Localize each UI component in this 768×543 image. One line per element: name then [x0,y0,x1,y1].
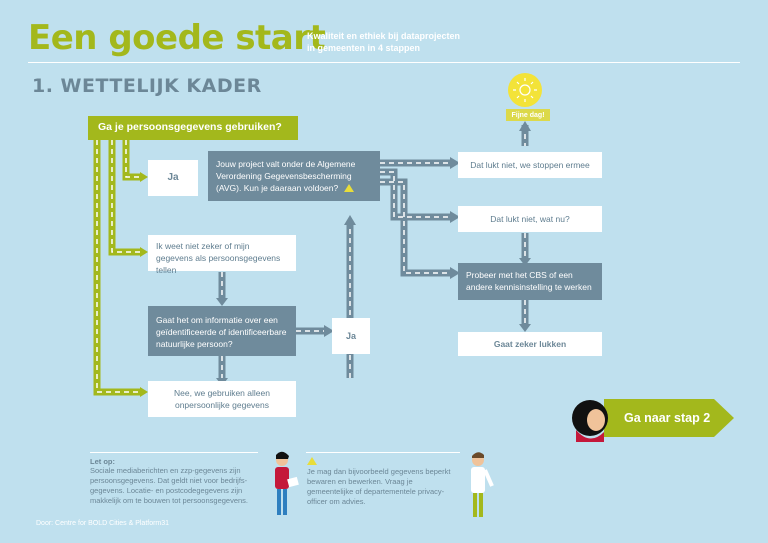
nee-box: Nee, we gebruiken alleen onpersoonlijke … [148,381,296,417]
page-subtitle: Kwaliteit en ethiek bij dataprojecten in… [307,30,507,54]
ja-box-2: Ja [332,318,370,354]
subtitle-line-2: in gemeenten in 4 stappen [307,43,421,53]
note-divider-left [90,452,258,453]
let-op-title: Let op: [90,457,115,466]
avg-box: Jouw project valt onder de Algemene Vero… [208,151,380,201]
ja-box-1: Ja [148,160,198,196]
subtitle-line-1: Kwaliteit en ethiek bij dataprojecten [307,31,461,41]
identifiable-box: Gaat het om informatie over een geïdenti… [148,306,296,356]
let-op-text: Sociale mediaberichten en zzp-gegevens z… [90,466,249,505]
warning-icon [307,457,317,465]
cbs-box: Probeer met het CBS of een andere kennis… [458,263,602,300]
fijne-dag-label: Fijne dag! [506,109,550,121]
question-box: Ga je persoonsgegevens gebruiken? [88,116,298,140]
footer-credit: Door: Centre for BOLD Cities & Platform3… [36,520,170,527]
avg-text: Jouw project valt onder de Algemene Vero… [216,159,356,193]
section-heading: 1. WETTELIJK KADER [32,75,262,97]
stop-box: Dat lukt niet, we stoppen ermee [458,152,602,178]
lukken-box: Gaat zeker lukken [458,332,602,356]
next-step-button[interactable]: Ga naar stap 2 [624,411,711,425]
warning-text: Je mag dan bijvoorbeeld gegevens beperkt… [307,467,451,506]
header-divider [28,62,740,63]
wat-nu-box: Dat lukt niet, wat nu? [458,206,602,232]
unsure-box: Ik weet niet zeker of mijn gegevens als … [148,235,296,275]
note-divider-right [306,452,460,453]
page-title: Een goede start [28,18,326,58]
warning-icon [343,184,354,192]
